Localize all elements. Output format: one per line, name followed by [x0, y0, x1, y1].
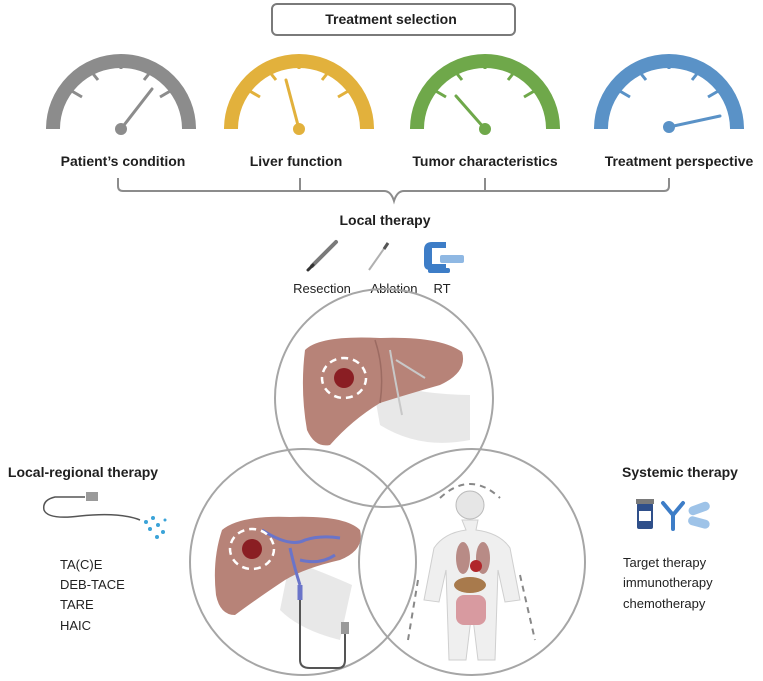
systemic-therapy-title: Systemic therapy	[622, 464, 738, 480]
tool-label: Resection	[293, 281, 351, 296]
systemic-item: chemotherapy	[623, 596, 706, 611]
gauge-label: Treatment perspective	[605, 153, 754, 169]
gauge-green-icon	[410, 54, 560, 135]
selection-bracket	[117, 178, 670, 205]
catheter-icon	[42, 492, 167, 539]
diagram-title: Treatment selection	[325, 11, 457, 27]
antibody-icon	[661, 501, 685, 531]
liver-illustration-regional	[214, 516, 361, 669]
gauge-label: Patient’s condition	[61, 153, 186, 169]
capsule-icon	[688, 501, 710, 529]
body-illustration-systemic	[407, 483, 536, 661]
gauge-perspective: Treatment perspective	[594, 54, 754, 169]
title-box: Treatment selection	[271, 3, 516, 36]
regional-item: HAIC	[60, 618, 91, 633]
liver-illustration-local	[302, 337, 470, 446]
regional-item: DEB-TACE	[60, 577, 125, 592]
tumor-icon	[334, 368, 354, 388]
ablation-needle-icon	[368, 242, 390, 271]
radiotherapy-machine-icon	[424, 242, 464, 273]
drug-bottle-icon	[636, 499, 654, 529]
local-therapy-title: Local therapy	[339, 212, 430, 228]
gauge-tumor: Tumor characteristics	[410, 54, 560, 169]
gauge-blue-icon	[594, 54, 744, 133]
gauge-label: Liver function	[250, 153, 343, 169]
regional-item: TA(C)E	[60, 557, 103, 572]
gauge-patient: Patient’s condition	[46, 54, 196, 169]
tool-label: RT	[433, 281, 450, 296]
regional-item: TARE	[60, 597, 94, 612]
gauge-liver: Liver function	[224, 54, 374, 169]
regional-therapy-title: Local-regional therapy	[8, 464, 158, 480]
gauge-label: Tumor characteristics	[412, 153, 557, 169]
gauge-yellow-icon	[224, 54, 374, 135]
tumor-icon	[242, 539, 262, 559]
venn-circles	[189, 288, 586, 676]
systemic-item: Target therapy	[623, 555, 707, 570]
scalpel-icon	[306, 240, 338, 272]
gauge-gray-icon	[46, 54, 196, 135]
systemic-item: immunotherapy	[623, 575, 713, 590]
